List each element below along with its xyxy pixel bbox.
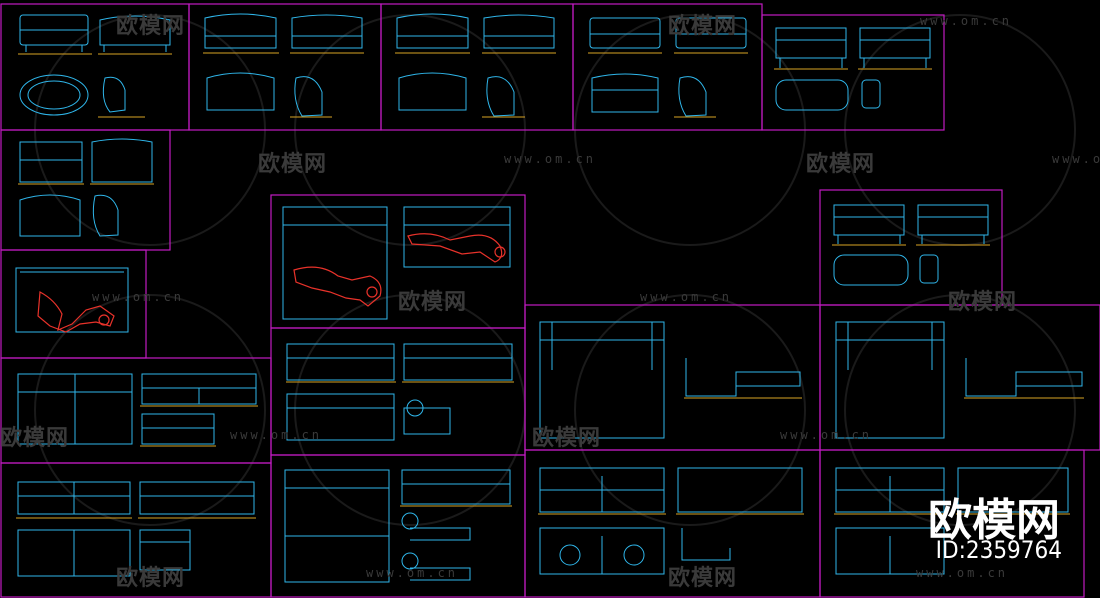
watermark-text: 欧模网 (668, 14, 738, 39)
floor-lines (16, 52, 1084, 519)
watermark-url: www.om.cn (780, 428, 873, 442)
brand-logo-text: 欧模网 (928, 495, 1060, 546)
model-id: ID:2359764 (935, 536, 1062, 564)
watermark-url: www.om.cn (230, 428, 323, 442)
watermark-text: 欧模网 (116, 566, 186, 591)
watermark-text: 欧模网 (948, 290, 1018, 315)
furniture-linework (15, 13, 1083, 583)
watermark-text: 欧模网 (398, 290, 468, 315)
watermark-text: 欧模网 (668, 566, 738, 591)
watermark-text: 欧模网 (806, 152, 876, 177)
watermark-url: www.om.cn (920, 14, 1013, 28)
watermark-url: www.om.cn (916, 566, 1009, 580)
watermark-text: 欧模网 (258, 152, 328, 177)
human-figures (37, 233, 506, 333)
watermark-text: 欧模网 (532, 426, 602, 451)
watermark-url: www.om.cn (92, 290, 185, 304)
watermark-url: www.om.cn (504, 152, 597, 166)
block-frames (0, 3, 1100, 598)
watermark-url: www.om.cn (640, 290, 733, 304)
watermark-text: 欧模网 (116, 14, 186, 39)
watermark-url: www.om.cn (1052, 152, 1100, 166)
watermark-url: www.om.cn (366, 566, 459, 580)
watermark-text: 欧模网 (0, 426, 70, 451)
